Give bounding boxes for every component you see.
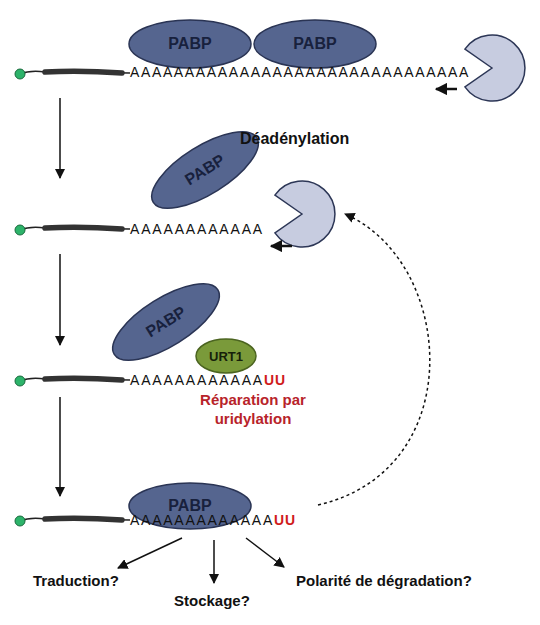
outcome-label: Stockage? [174,592,250,609]
direction-arrow [436,88,457,91]
deadenylase [275,181,335,247]
mrna-body [15,69,130,79]
outcome-arrow [213,540,215,583]
poly-a-tail: AAAAAAAAAAAA [130,221,264,237]
ellipse-shape [129,20,251,68]
outcome-arrow [246,538,284,567]
outcome-arrow [118,538,182,568]
mrna-body [15,225,130,235]
protein-ellipse: PABP [253,19,377,69]
protein-ellipse: PABP [128,19,252,69]
uridine-tail: UU [264,372,286,388]
node-label: PABP [293,35,336,53]
direction-arrow [271,245,292,248]
outcome-label: Polarité de dégradation? [296,572,472,589]
poly-a-tail: AAAAAAAAAAAAAAAAAAAAAAAAAAAAAAA [130,64,470,80]
mrna-body [15,516,130,526]
deadenylase [465,35,525,101]
repair-label: Réparation par uridylation [188,391,318,429]
uridine-tail: UU [274,512,296,528]
outcome-label: Traduction? [33,572,119,589]
feedback-arrow [318,214,430,505]
ellipse-shape [196,339,256,373]
mrna-body [15,376,130,386]
step-arrow [59,254,61,345]
enzyme-ellipse: URT1 [195,338,257,374]
poly-a-tail: AAAAAAAAAAAAA [130,512,274,528]
step-arrow [59,397,61,496]
step-arrow [59,98,61,178]
node-label: PABP [168,35,211,53]
ellipse-shape [254,20,376,68]
poly-a-tail: AAAAAAAAAAAA [130,372,264,388]
step-label: Déadénylation [240,130,349,148]
node-label: URT1 [209,349,243,364]
